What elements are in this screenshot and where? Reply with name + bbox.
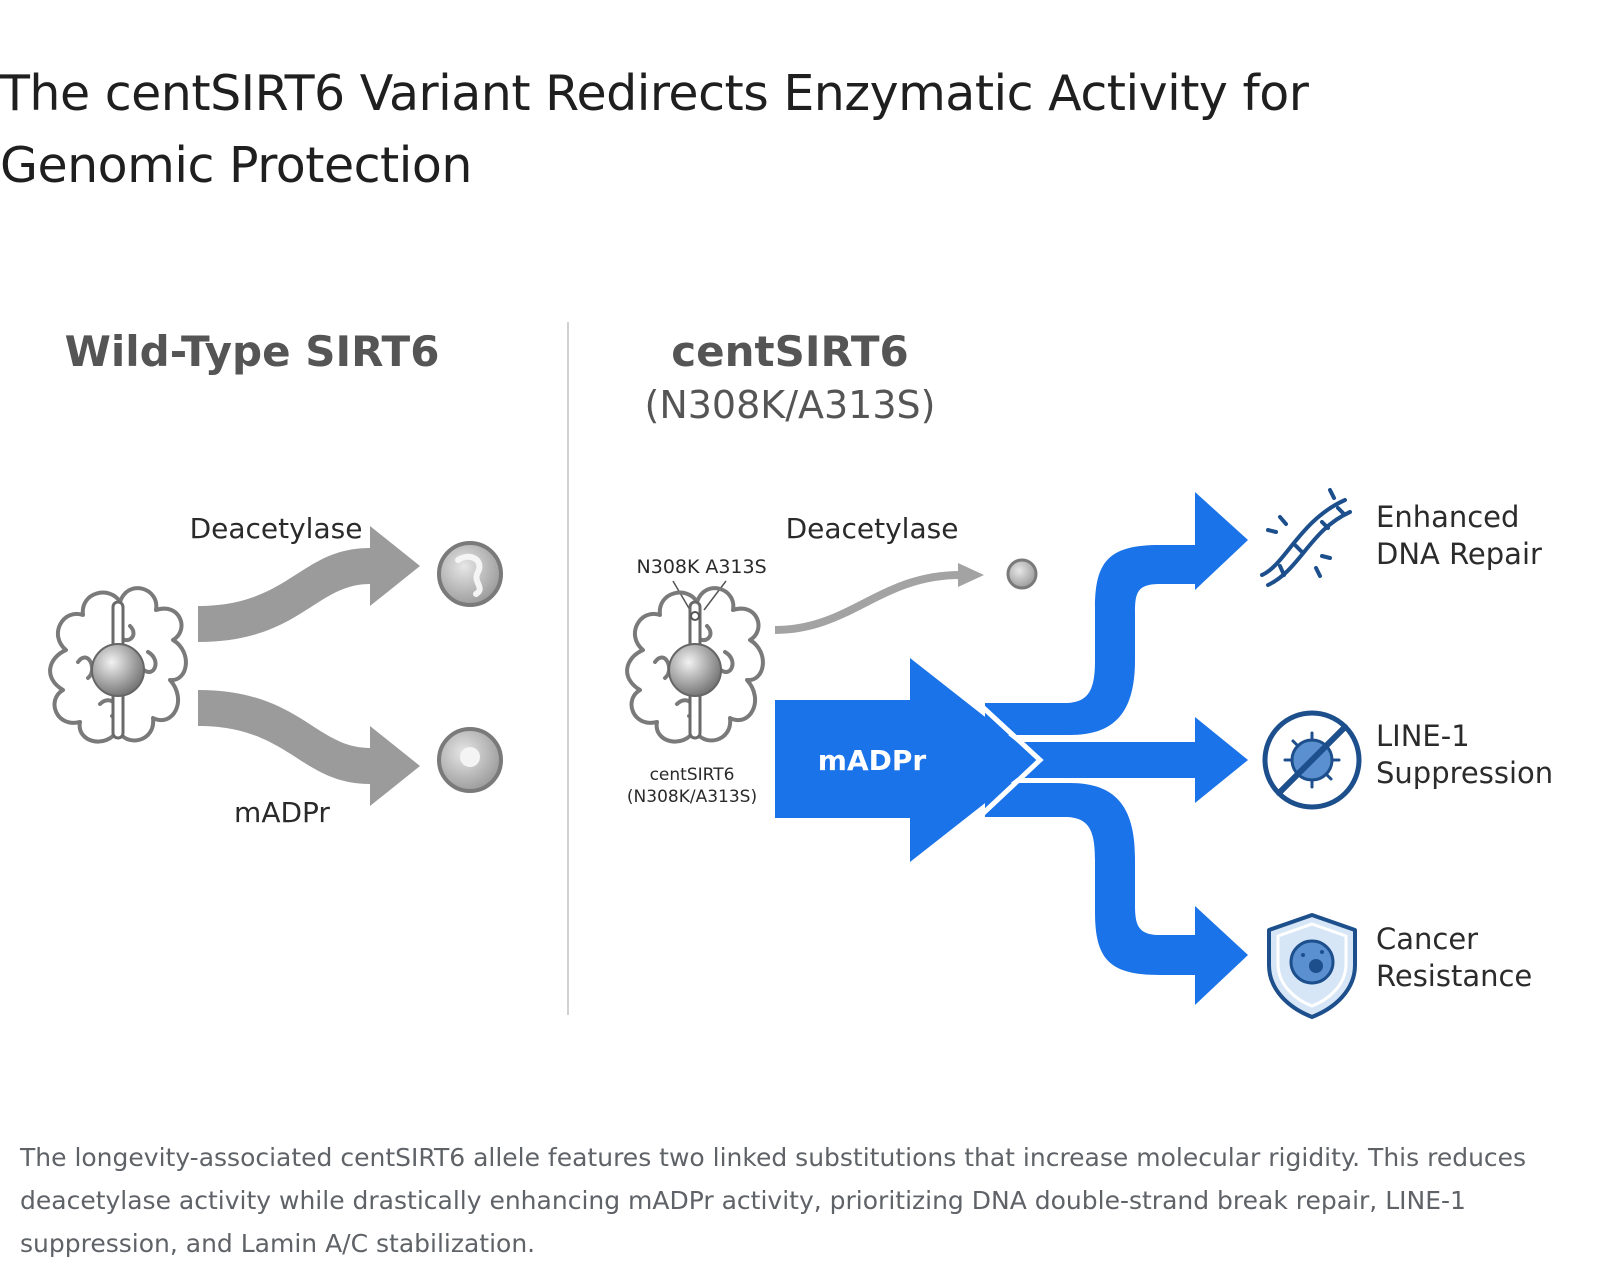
outcome-line1-line2: Suppression xyxy=(1376,756,1553,790)
cell-shield-icon xyxy=(1267,913,1357,1019)
figure: Wild-Type SIRT6 Deacetylase mADPr centSI… xyxy=(0,300,1600,1040)
centsirt6-protein-label-sub: (N308K/A313S) xyxy=(627,787,757,807)
centsirt6-heading: centSIRT6 xyxy=(671,327,909,376)
outcome-cancer-line1: Cancer xyxy=(1376,922,1478,956)
cent-deacetylase-arrow xyxy=(774,571,961,634)
wt-madpr-product-ball xyxy=(437,727,503,793)
outcome-line1-line1: LINE-1 xyxy=(1376,719,1470,753)
mutation-pointer-line xyxy=(672,580,691,611)
dna-repair-icon xyxy=(1260,488,1352,587)
figure-caption: The longevity-associated centSIRT6 allel… xyxy=(20,1143,1527,1258)
arrow-split-highlight xyxy=(974,699,1044,822)
wt-deacetylase-arrow xyxy=(198,526,420,642)
wild-type-protein-icon xyxy=(48,586,188,744)
centsirt6-protein-label: centSIRT6 xyxy=(650,765,735,785)
wt-deacetylase-product-ball xyxy=(437,541,503,607)
cent-deacetylase-product-ball xyxy=(1006,558,1038,590)
virus-blocked-icon xyxy=(1262,710,1362,810)
cent-madpr-arrow xyxy=(775,492,1248,1005)
outcome-cancer-line2: Resistance xyxy=(1376,959,1532,993)
mutation-pointer-line xyxy=(703,580,727,611)
cent-madpr-label: mADPr xyxy=(818,744,927,777)
wt-deacetylase-label: Deacetylase xyxy=(190,512,363,545)
centsirt6-protein-icon xyxy=(625,586,765,744)
mutation-n308k-label: N308K xyxy=(637,556,700,578)
cent-deacetylase-arrowhead xyxy=(958,563,984,587)
centsirt6-heading-sub: (N308K/A313S) xyxy=(645,383,936,427)
mutation-a313s-label: A313S xyxy=(705,556,766,578)
wild-type-heading: Wild-Type SIRT6 xyxy=(65,327,440,376)
outcome-dna-repair-line2: DNA Repair xyxy=(1376,537,1542,571)
wt-madpr-arrow xyxy=(198,690,420,806)
wt-madpr-label: mADPr xyxy=(234,796,330,829)
figure-svg: Wild-Type SIRT6 Deacetylase mADPr centSI… xyxy=(48,322,1553,1019)
page-title: The centSIRT6 Variant Redirects Enzymati… xyxy=(0,65,1309,194)
cent-deacetylase-label: Deacetylase xyxy=(786,512,959,545)
outcome-dna-repair-line1: Enhanced xyxy=(1376,500,1519,534)
